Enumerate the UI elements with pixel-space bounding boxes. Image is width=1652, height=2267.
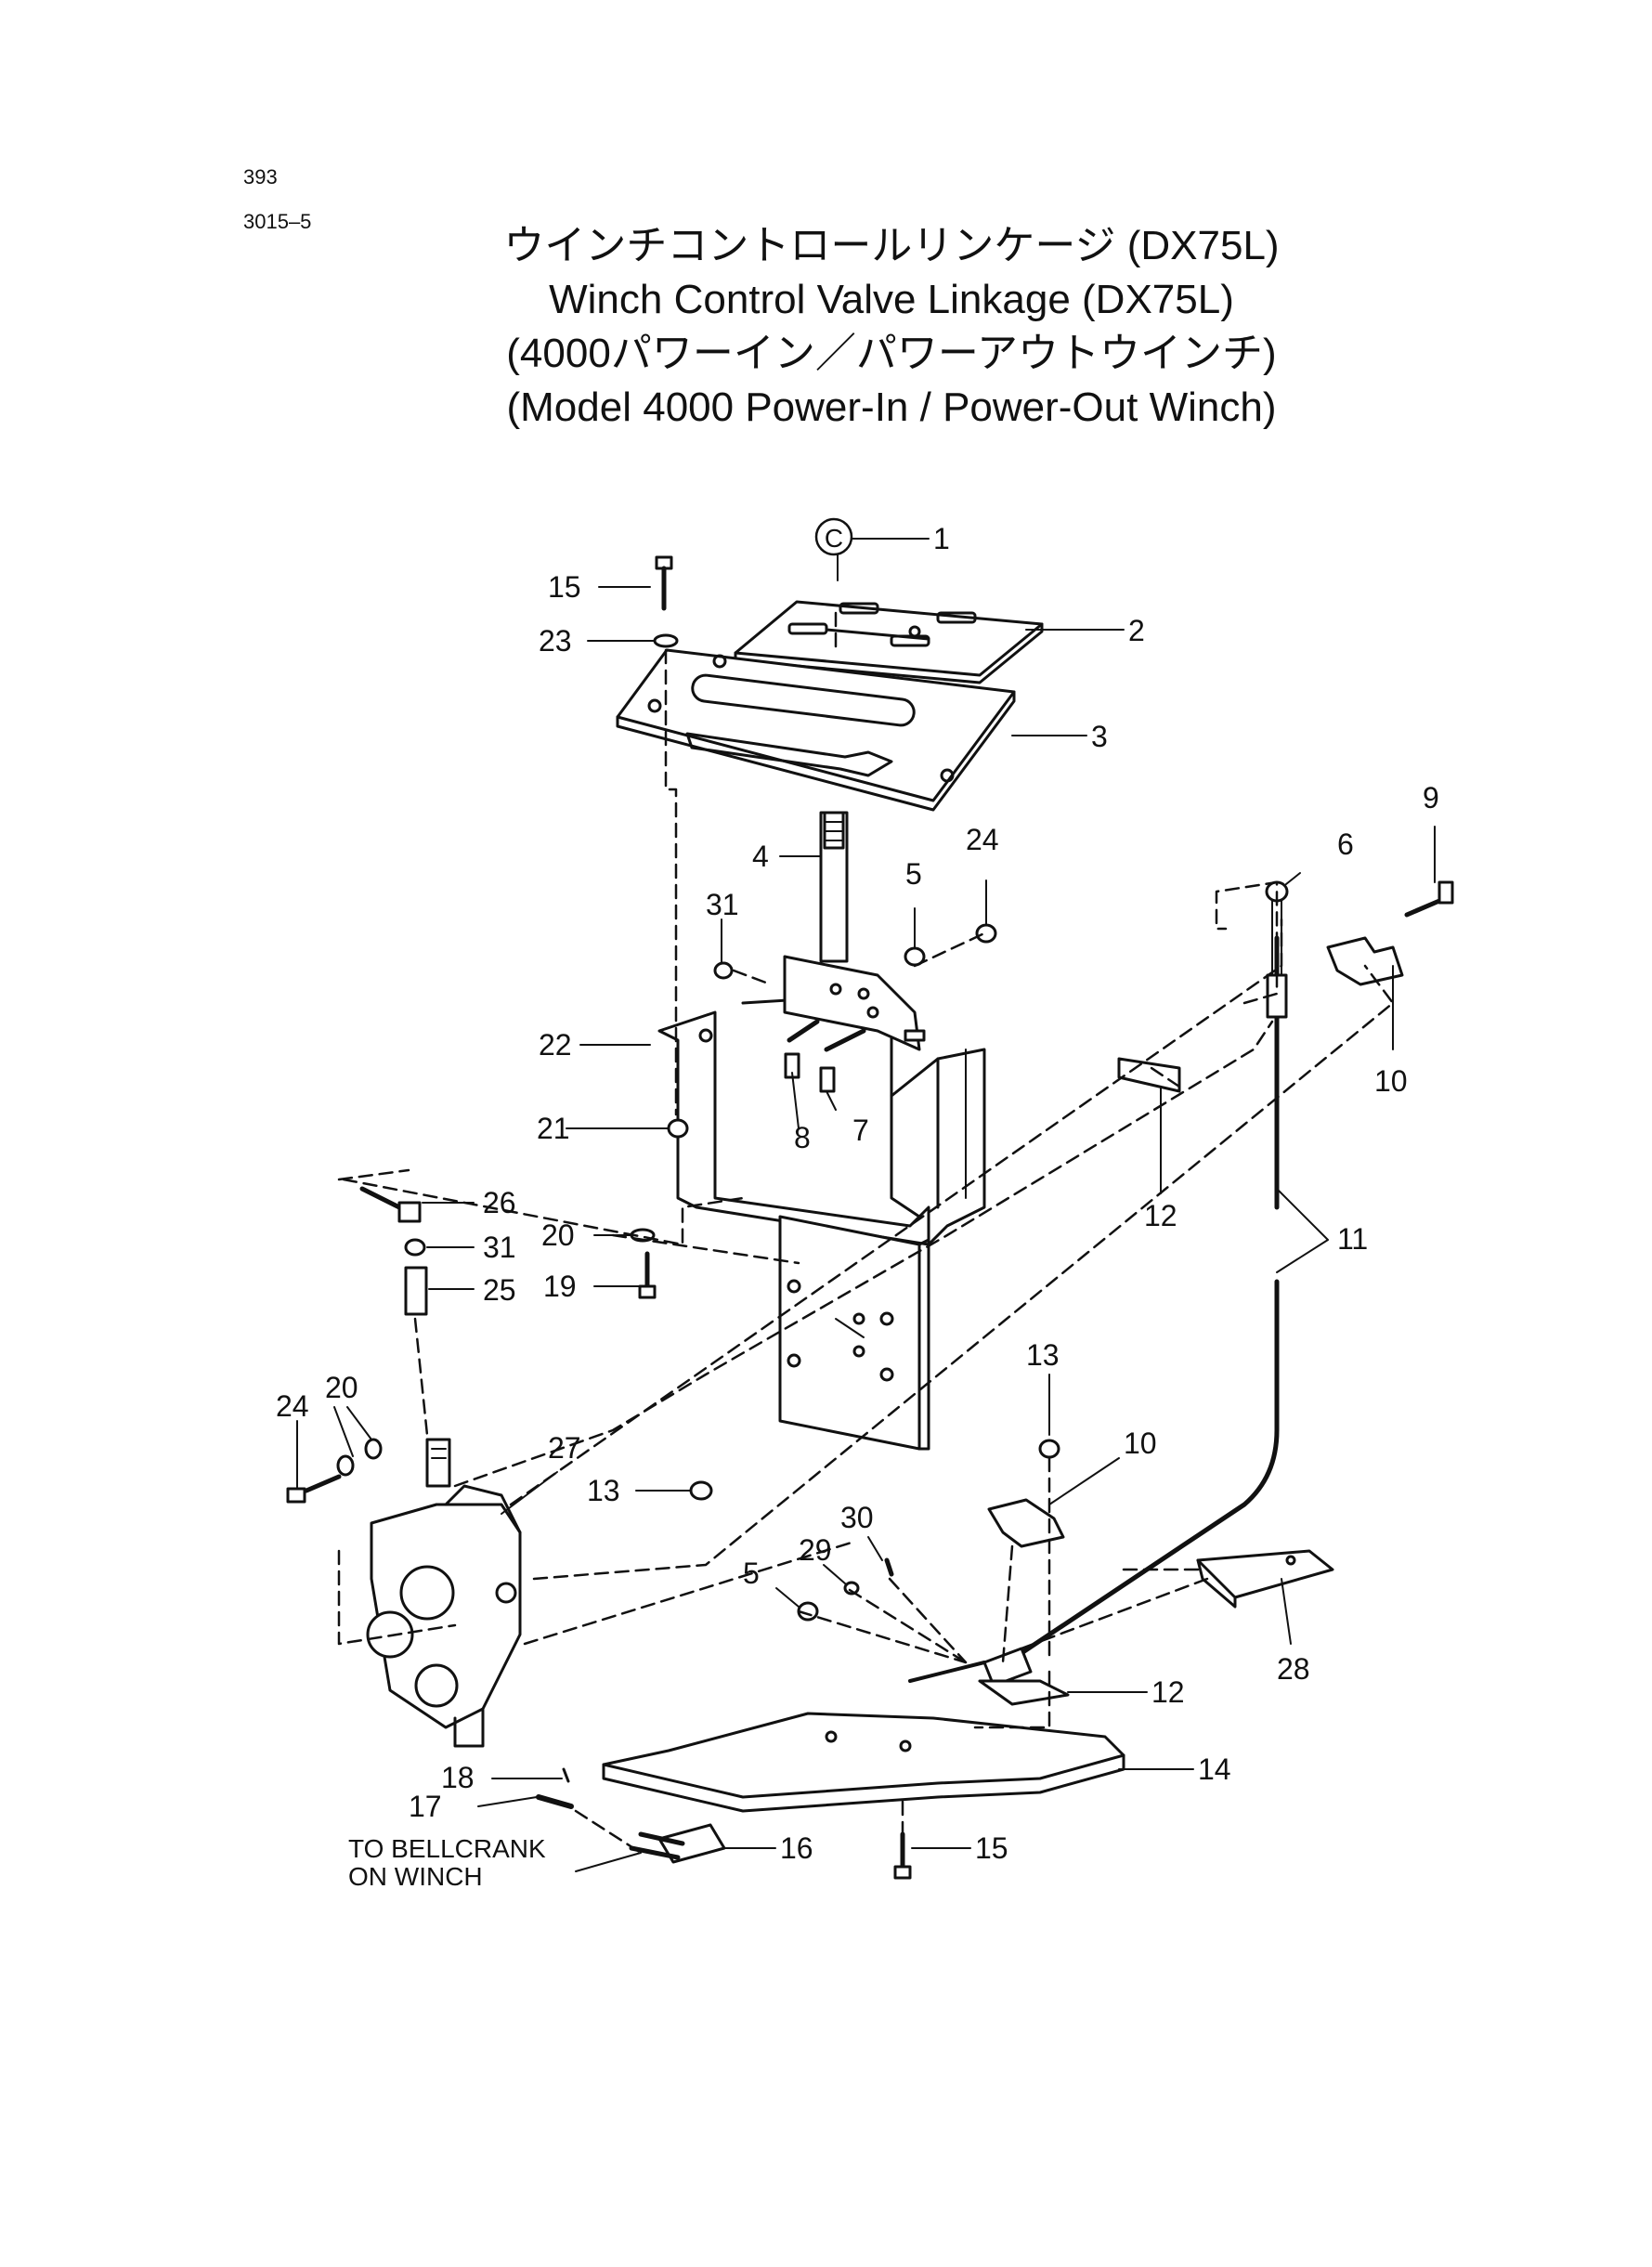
callout-12a: 12	[1144, 1199, 1177, 1232]
callout-25: 25	[483, 1273, 516, 1307]
page-number: 393	[243, 165, 278, 189]
callout-28: 28	[1277, 1652, 1310, 1686]
part-control-cable	[908, 891, 1288, 1687]
callout-19: 19	[543, 1270, 577, 1303]
callout-11: 11	[1337, 1222, 1368, 1256]
callout-13a: 13	[587, 1474, 620, 1507]
leader-lines	[296, 538, 1436, 1872]
diagram-title: ウインチコントロールリンケージ (DX75L) Winch Control Va…	[427, 219, 1356, 435]
assembly-dashed-lines	[337, 611, 1395, 1855]
part-control-valve	[366, 1438, 522, 1748]
part-small-bracket	[1196, 1549, 1334, 1609]
part-lever-shaft	[819, 811, 849, 963]
callout-1: 1	[933, 522, 950, 555]
title-japanese: ウインチコントロールリンケージ (DX75L)	[503, 223, 1280, 268]
callout-2: 2	[1128, 614, 1145, 647]
title-english: Winch Control Valve Linkage (DX75L)	[549, 277, 1234, 322]
callout-20a: 20	[541, 1218, 575, 1252]
callout-3: 3	[1091, 720, 1108, 753]
callout-5a: 5	[905, 857, 922, 891]
note-line-2: ON WINCH	[348, 1862, 483, 1891]
callout-22: 22	[539, 1028, 572, 1062]
callout-24b: 24	[276, 1389, 309, 1423]
callout-10a: 10	[1374, 1064, 1408, 1098]
callout-8: 8	[794, 1121, 811, 1154]
callout-24a: 24	[966, 823, 999, 856]
callout-labels: C 1 2 3 4 5 24 6 9 10 31 22 21 8 7 12 11…	[276, 517, 1439, 1891]
callout-29: 29	[799, 1533, 832, 1567]
part-floor-bracket	[602, 1712, 1125, 1813]
part-mounting-plate	[778, 1215, 930, 1451]
callout-15b: 15	[975, 1831, 1008, 1865]
callout-7: 7	[852, 1114, 869, 1147]
callout-18: 18	[441, 1761, 475, 1794]
callout-15a: 15	[548, 570, 581, 604]
callout-17: 17	[409, 1790, 442, 1823]
callout-16: 16	[780, 1831, 813, 1865]
subtitle-english: (Model 4000 Power-In / Power-Out Winch)	[506, 384, 1277, 430]
callout-10b: 10	[1124, 1427, 1157, 1460]
subtitle-japanese: (4000パワーイン／パワーアウトウインチ)	[506, 331, 1277, 376]
callout-31a: 31	[706, 888, 739, 921]
circle-c-badge	[814, 517, 853, 556]
callout-12b: 12	[1151, 1675, 1185, 1709]
callout-13b: 13	[1026, 1338, 1060, 1372]
callout-26: 26	[483, 1186, 516, 1219]
part-guide-plate	[616, 648, 1016, 812]
callout-31b: 31	[483, 1231, 516, 1264]
callout-23: 23	[539, 624, 572, 658]
callout-30: 30	[840, 1501, 874, 1534]
callout-4: 4	[752, 840, 769, 873]
callout-6: 6	[1337, 827, 1354, 861]
part-clevis	[629, 1823, 726, 1864]
callout-27: 27	[548, 1431, 581, 1465]
callout-14: 14	[1198, 1752, 1231, 1786]
callout-20b: 20	[325, 1371, 358, 1404]
callout-21: 21	[537, 1112, 570, 1145]
part-main-bracket	[657, 955, 986, 1246]
callout-5b: 5	[743, 1557, 760, 1590]
callout-1-badge: C	[825, 524, 843, 553]
note-line-1: TO BELLCRANK	[348, 1834, 546, 1863]
callout-9: 9	[1423, 781, 1439, 814]
document-code: 3015–5	[243, 210, 312, 233]
